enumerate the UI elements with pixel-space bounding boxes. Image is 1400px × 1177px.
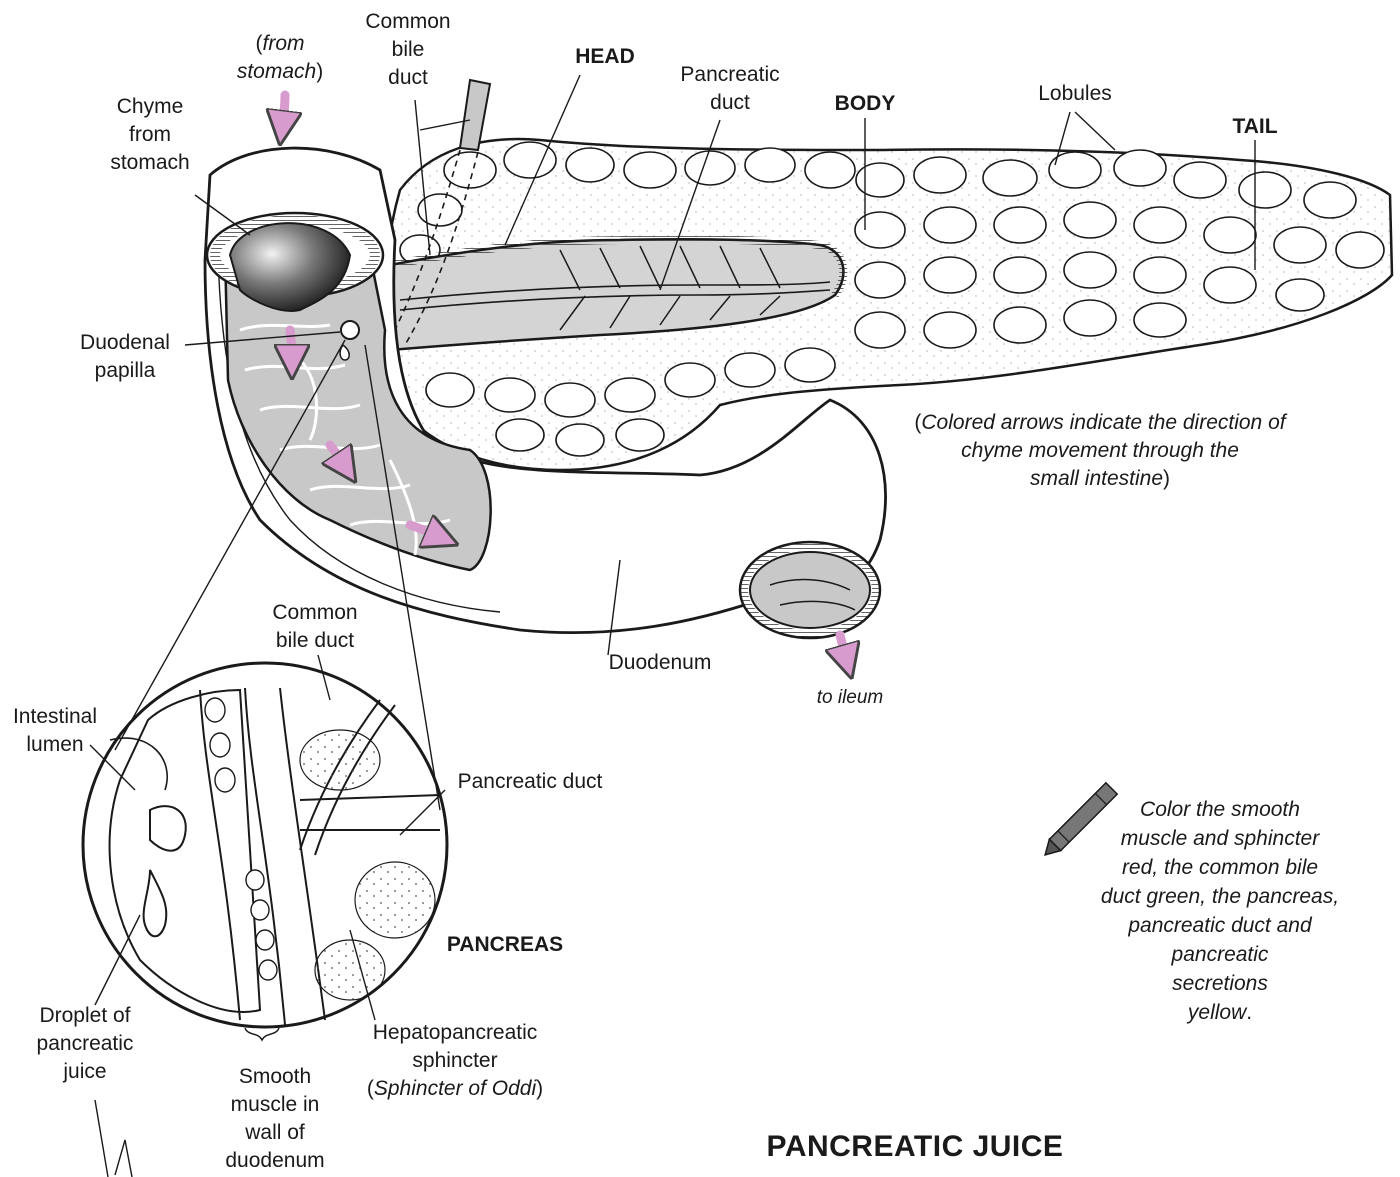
instruction-line: muscle and sphincter (1121, 827, 1319, 850)
label-text: stomach (237, 60, 316, 83)
label-text: Droplet of (39, 1004, 130, 1027)
label-duodenum: Duodenum (590, 649, 730, 677)
label-text: bile duct (276, 629, 354, 652)
label-text: sphincter (412, 1049, 497, 1072)
label-smooth-muscle: Smooth muscle in wall of duodenum (210, 1063, 340, 1175)
inset-magnification (83, 663, 447, 1027)
label-text: Chyme (117, 95, 184, 118)
label-text: Intestinal (13, 705, 97, 728)
label-chyme: Chyme from stomach (90, 93, 210, 177)
instruction-line: yellow (1188, 1001, 1246, 1024)
label-text: chyme movement through the (961, 439, 1239, 462)
label-text: duct (388, 66, 428, 89)
label-lobules: Lobules (1020, 80, 1130, 108)
label-text: from (129, 123, 171, 146)
label-pancreatic-duct-top: Pancreatic duct (660, 61, 800, 117)
paren: ( (367, 1077, 374, 1100)
label-text: from (263, 32, 305, 55)
instruction-line: secretions (1172, 972, 1268, 995)
label-text: papilla (95, 359, 156, 382)
label-pancreas: PANCREAS (430, 931, 580, 959)
label-text: small intestine (1030, 467, 1163, 490)
label-text: muscle in (231, 1093, 320, 1116)
label-text: wall of (245, 1121, 305, 1144)
coloring-instruction: Color the smooth muscle and sphincter re… (1070, 795, 1370, 1027)
label-text: Common (272, 601, 357, 624)
label-text: duct (710, 91, 750, 114)
label-from-stomach: (from stomach) (210, 30, 350, 86)
paren: ) (536, 1077, 543, 1100)
label-text: juice (63, 1060, 106, 1083)
figure-title: PANCREATIC JUICE (740, 1133, 1090, 1161)
label-common-bile-duct-inset: Common bile duct (245, 599, 385, 655)
instruction-line: red, the common bile (1122, 856, 1318, 879)
paren: ) (1163, 467, 1170, 490)
label-text: duodenum (225, 1149, 324, 1172)
label-text: Duodenal (80, 331, 170, 354)
instruction-line: Color the smooth (1140, 798, 1300, 821)
label-text: Pancreatic (680, 63, 779, 86)
label-head: HEAD (555, 43, 655, 71)
instruction-line: duct green, the pancreas, (1101, 885, 1339, 908)
label-to-ileum: to ileum (795, 684, 905, 712)
label-text: Sphincter of Oddi (374, 1077, 536, 1100)
paren: ) (316, 60, 323, 83)
label-text: Smooth (239, 1065, 311, 1088)
label-text: pancreatic (37, 1032, 134, 1055)
label-text: stomach (110, 151, 189, 174)
label-text: lumen (26, 733, 83, 756)
instruction-line: pancreatic (1172, 943, 1269, 966)
label-duodenal-papilla: Duodenal papilla (60, 329, 190, 385)
label-text: Hepatopancreatic (373, 1021, 538, 1044)
label-pancreatic-duct-inset: Pancreatic duct (440, 768, 620, 796)
paren: ( (256, 32, 263, 55)
note-arrows: (Colored arrows indicate the direction o… (870, 409, 1330, 493)
label-common-bile-duct-top: Common bile duct (348, 8, 468, 92)
instruction-line-end: . (1246, 1001, 1252, 1024)
label-sphincter: Hepatopancreatic sphincter (Sphincter of… (355, 1019, 555, 1103)
label-text: Common (365, 10, 450, 33)
label-tail: TAIL (1215, 113, 1295, 141)
label-droplet: Droplet of pancreatic juice (20, 1002, 150, 1086)
label-intestinal-lumen: Intestinal lumen (0, 703, 110, 759)
label-body: BODY (810, 90, 920, 118)
label-text: bile (392, 38, 425, 61)
label-text: Colored arrows indicate the direction of (921, 411, 1285, 434)
instruction-line: pancreatic duct and (1128, 914, 1311, 937)
